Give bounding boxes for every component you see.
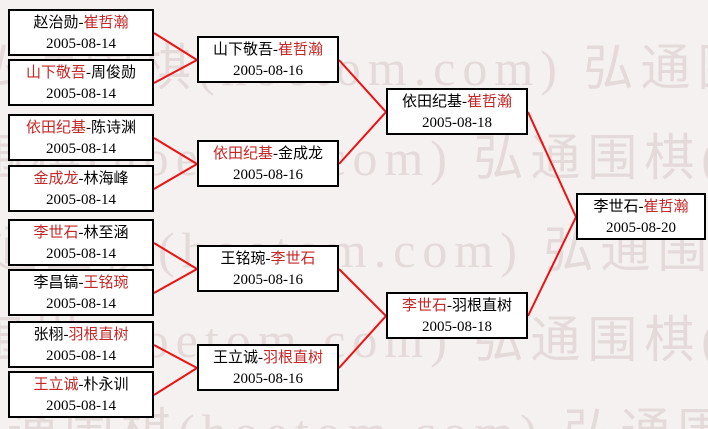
player-name: 崔哲瀚 [278,42,324,58]
match-box-round1-game5: 李世石-林至涵 2005-08-14 [8,219,154,266]
vs-separator: - [258,350,263,366]
match-players: 山下敬吾-崔哲瀚 [199,40,337,61]
match-box-round1-game3: 依田纪基-陈诗渊 2005-08-14 [8,114,154,161]
vs-separator: - [63,327,69,343]
player-name: 山下敬吾 [212,42,273,58]
match-box-semifinal-game2: 李世石-羽根直树 2005-08-18 [386,292,528,339]
vs-separator: - [78,15,84,31]
player-name: 王铭琬 [83,275,129,291]
player-name: 李世石 [593,199,639,215]
player-name: 王立诚 [33,377,79,393]
match-box-round2-game2: 依田纪基-金成龙 2005-08-16 [197,140,339,187]
match-date: 2005-08-14 [46,348,116,364]
match-date: 2005-08-14 [46,246,116,262]
match-players: 李世石-崔哲瀚 [578,197,704,218]
vs-separator: - [273,42,278,58]
player-name: 羽根直树 [452,298,513,314]
vs-separator: - [78,275,84,291]
match-box-round1-game1: 赵治勋-崔哲瀚 2005-08-14 [8,9,154,56]
match-date: 2005-08-16 [233,63,303,79]
match-players: 依田纪基-金成龙 [199,144,337,165]
match-players: 李世石-羽根直树 [388,296,526,317]
vs-separator: - [462,94,467,110]
player-name: 崔哲瀚 [83,15,129,31]
match-box-round1-game7: 张栩-羽根直树 2005-08-14 [8,321,154,368]
match-players: 张栩-羽根直树 [10,325,152,346]
match-box-round1-game8: 王立诚-朴永训 2005-08-14 [8,371,154,418]
match-date: 2005-08-14 [46,192,116,208]
match-box-round1-game6: 李昌镐-王铭琬 2005-08-14 [8,269,154,316]
player-name: 羽根直树 [68,327,129,343]
vs-separator: - [86,120,91,136]
player-name: 李世石 [401,298,447,314]
player-name: 崔哲瀚 [467,94,513,110]
match-players: 赵治勋-崔哲瀚 [10,13,152,34]
match-players: 王立诚-羽根直树 [199,348,337,369]
player-name: 张栩 [33,327,64,343]
player-name: 朴永训 [83,377,129,393]
match-players: 山下敬吾-周俊勋 [10,63,152,84]
player-name: 赵治勋 [33,15,79,31]
vs-separator: - [78,377,84,393]
match-players: 依田纪基-陈诗渊 [10,118,152,139]
player-name: 依田纪基 [401,94,462,110]
match-box-round2-game4: 王立诚-羽根直树 2005-08-16 [197,344,339,391]
player-name: 李世石 [270,251,316,267]
match-date: 2005-08-14 [46,36,116,52]
match-players: 依田纪基-崔哲瀚 [388,92,526,113]
player-name: 周俊勋 [91,65,137,81]
vs-separator: - [638,199,644,215]
match-box-round1-game2: 山下敬吾-周俊勋 2005-08-14 [8,59,154,106]
match-players: 金成龙-林海峰 [10,169,152,190]
player-name: 金成龙 [278,146,324,162]
match-box-round1-game4: 金成龙-林海峰 2005-08-14 [8,165,154,212]
match-date: 2005-08-16 [233,167,303,183]
match-date: 2005-08-14 [46,141,116,157]
match-players: 李世石-林至涵 [10,223,152,244]
vs-separator: - [78,225,84,241]
match-box-round2-game3: 王铭琬-李世石 2005-08-16 [197,245,339,292]
player-name: 羽根直树 [263,350,324,366]
match-players: 王立诚-朴永训 [10,375,152,396]
player-name: 林至涵 [83,225,129,241]
vs-separator: - [447,298,452,314]
match-date: 2005-08-18 [422,115,492,131]
vs-separator: - [265,251,271,267]
player-name: 王铭琬 [220,251,266,267]
player-name: 李世石 [33,225,79,241]
vs-separator: - [86,65,91,81]
vs-separator: - [78,171,84,187]
player-name: 陈诗渊 [91,120,137,136]
match-box-semifinal-game1: 依田纪基-崔哲瀚 2005-08-18 [386,88,528,135]
player-name: 山下敬吾 [25,65,86,81]
vs-separator: - [273,146,278,162]
player-name: 林海峰 [83,171,129,187]
player-name: 李昌镐 [33,275,79,291]
match-players: 李昌镐-王铭琬 [10,273,152,294]
player-name: 依田纪基 [212,146,273,162]
match-players: 王铭琬-李世石 [199,249,337,270]
player-name: 依田纪基 [25,120,86,136]
player-name: 金成龙 [33,171,79,187]
match-date: 2005-08-14 [46,86,116,102]
match-box-round2-game1: 山下敬吾-崔哲瀚 2005-08-16 [197,36,339,83]
player-name: 王立诚 [212,350,258,366]
match-date: 2005-08-16 [233,371,303,387]
player-name: 崔哲瀚 [643,199,689,215]
match-date: 2005-08-20 [606,220,676,236]
match-date: 2005-08-16 [233,272,303,288]
match-date: 2005-08-14 [46,296,116,312]
match-date: 2005-08-18 [422,319,492,335]
match-box-final: 李世石-崔哲瀚 2005-08-20 [576,193,706,240]
match-date: 2005-08-14 [46,398,116,414]
